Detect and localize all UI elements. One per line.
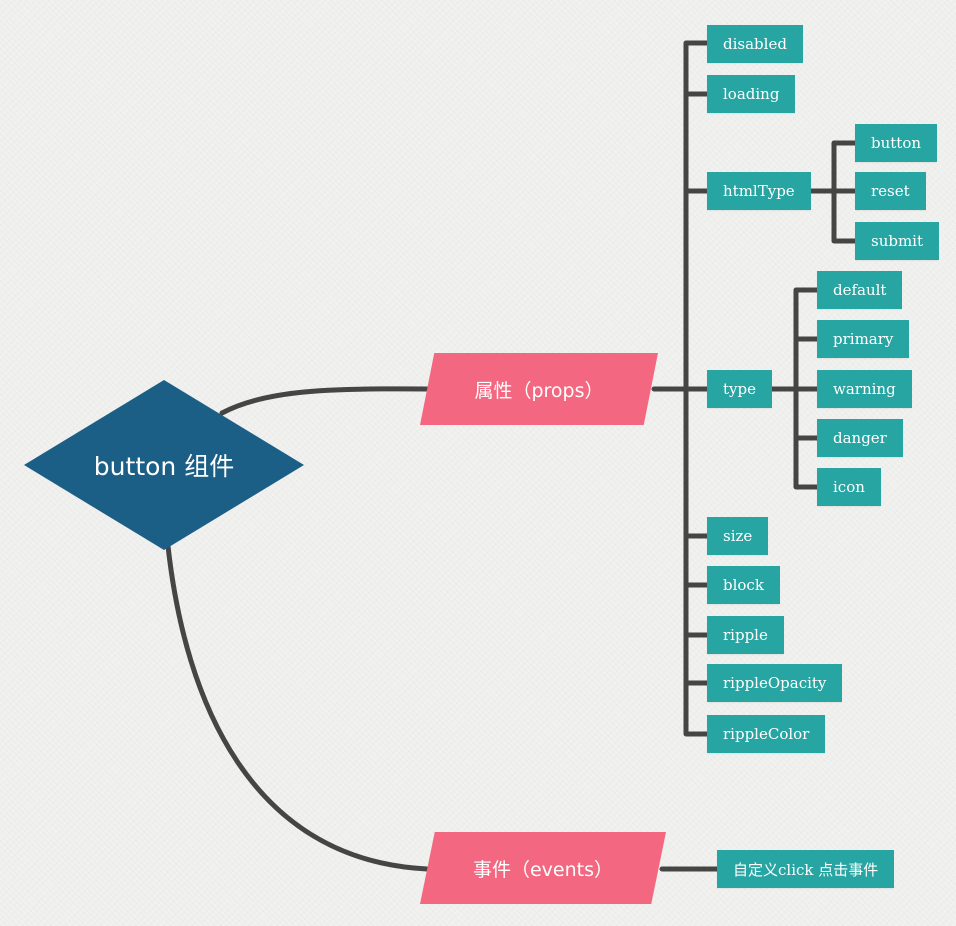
type-to-children-connector xyxy=(763,287,820,490)
root-label: button 组件 xyxy=(93,452,235,481)
leaf-htmltype: htmlType xyxy=(707,172,811,210)
leaf-ripplecolor: rippleColor xyxy=(707,715,826,753)
branch-props: 属性（props） xyxy=(420,353,658,425)
branch-props-label: 属性（props） xyxy=(474,379,604,402)
root-to-events-connector xyxy=(165,543,430,872)
leaf-type-primary: primary xyxy=(817,320,910,358)
props-to-children-connector xyxy=(651,40,710,737)
leaf-type: type xyxy=(707,370,772,408)
leaf-htmltype-reset: reset xyxy=(855,172,926,210)
branch-props-shape xyxy=(420,353,658,425)
leaf-htmltype-submit: submit xyxy=(855,222,940,260)
root-node: button 组件 xyxy=(24,380,304,550)
leaf-rippleopacity: rippleOpacity xyxy=(707,664,843,702)
root-to-props-connector xyxy=(219,386,430,416)
leaf-block: block xyxy=(707,566,780,604)
leaf-loading: loading xyxy=(707,75,796,113)
leaf-type-warning: warning xyxy=(817,370,912,408)
diamond-shape xyxy=(24,380,304,550)
leaf-events-click: 自定义click 点击事件 xyxy=(717,850,895,888)
branch-events: 事件（events） xyxy=(420,832,666,904)
leaf-htmltype-button: button xyxy=(855,124,938,162)
branch-events-label: 事件（events） xyxy=(472,858,613,881)
leaf-type-danger: danger xyxy=(817,419,903,457)
leaf-disabled: disabled xyxy=(707,25,803,63)
branch-events-shape xyxy=(420,832,666,904)
htmltype-to-children-connector xyxy=(802,140,858,244)
leaf-type-default: default xyxy=(817,271,903,309)
leaf-size: size xyxy=(707,517,769,555)
leaf-type-icon: icon xyxy=(817,468,881,506)
leaf-ripple: ripple xyxy=(707,616,784,654)
